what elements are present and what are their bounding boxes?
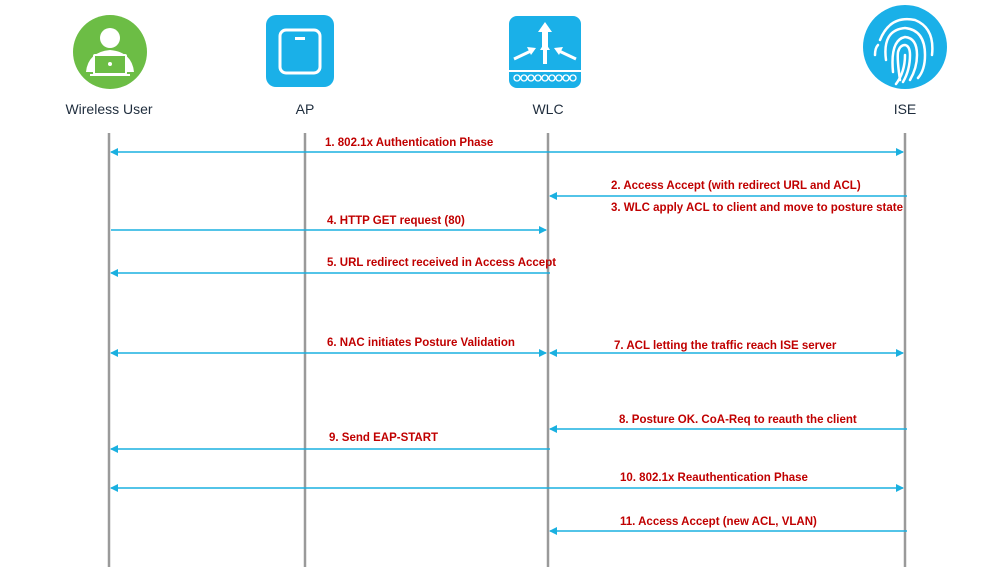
message-label-8: 8. Posture OK. CoA-Req to reauth the cli… (619, 414, 857, 426)
message-label-6: 6. NAC initiates Posture Validation (327, 337, 515, 349)
access-point-icon (266, 15, 334, 87)
message-label-10: 10. 802.1x Reauthentication Phase (620, 472, 808, 484)
message-label-9: 9. Send EAP-START (329, 432, 438, 444)
message-label-7: 7. ACL letting the traffic reach ISE ser… (614, 340, 837, 352)
participant-label-wlc: WLC (532, 101, 563, 117)
user-laptop-icon (73, 15, 147, 89)
fingerprint-icon (863, 5, 947, 89)
message-label-11: 11. Access Accept (new ACL, VLAN) (620, 516, 817, 528)
wireless-controller-icon (509, 16, 581, 88)
message-label-3: 3. WLC apply ACL to client and move to p… (611, 202, 903, 214)
participant-label-ap: AP (296, 101, 315, 117)
message-label-5: 5. URL redirect received in Access Accep… (327, 257, 556, 269)
participant-label-ise: ISE (894, 101, 917, 117)
message-label-2: 2. Access Accept (with redirect URL and … (611, 180, 861, 192)
message-label-1: 1. 802.1x Authentication Phase (325, 137, 493, 149)
participant-label-user: Wireless User (65, 101, 152, 117)
message-label-4: 4. HTTP GET request (80) (327, 215, 465, 227)
